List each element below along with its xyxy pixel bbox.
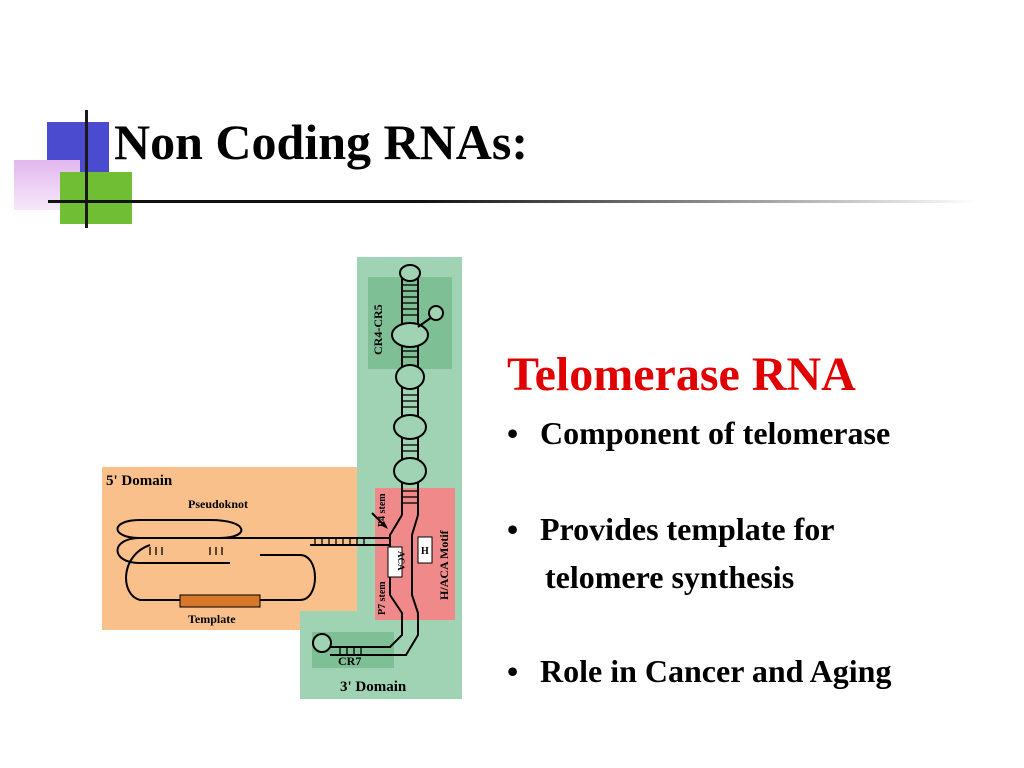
label-p4stem: P4 stem <box>377 493 388 527</box>
bullet-dot: • <box>507 415 519 451</box>
h-box <box>417 536 433 564</box>
label-domain3: 3' Domain <box>340 679 407 695</box>
title-underline <box>48 200 978 203</box>
telomerase-rna-diagram: 5' Domain Pseudoknot Template CR4-CR5 P4… <box>100 255 465 701</box>
label-domain5: 5' Domain <box>106 473 173 489</box>
content-heading: Telomerase RNA <box>507 348 856 401</box>
decor-vertical-line <box>85 110 88 228</box>
bullet-2: • Provides template for <box>507 510 834 548</box>
bullet-3: • Role in Cancer and Aging <box>507 652 891 690</box>
bullet-dot: • <box>507 653 519 689</box>
label-h: H <box>421 546 429 557</box>
bullet-dot: • <box>507 511 519 547</box>
bullet-3-text: Role in Cancer and Aging <box>540 653 892 689</box>
label-p7stem: P7 stem <box>377 581 388 615</box>
label-haca: H/ACA Motif <box>437 529 451 600</box>
label-aca: ACA <box>396 551 406 571</box>
template-bar <box>179 594 261 608</box>
aca-box <box>387 546 403 578</box>
label-template: Template <box>188 612 236 626</box>
label-cr7: CR7 <box>338 654 361 668</box>
bullet-2-text: Provides template for <box>540 511 835 547</box>
label-pseudoknot: Pseudoknot <box>188 497 248 511</box>
bullet-2-continuation: telomere synthesis <box>545 559 795 595</box>
decor-green-square <box>60 172 132 224</box>
slide-title: Non Coding RNAs: <box>114 114 528 170</box>
bullet-1-text: Component of telomerase <box>540 415 891 451</box>
label-cr4cr5: CR4-CR5 <box>371 304 385 355</box>
bullet-1: • Component of telomerase <box>507 414 890 452</box>
